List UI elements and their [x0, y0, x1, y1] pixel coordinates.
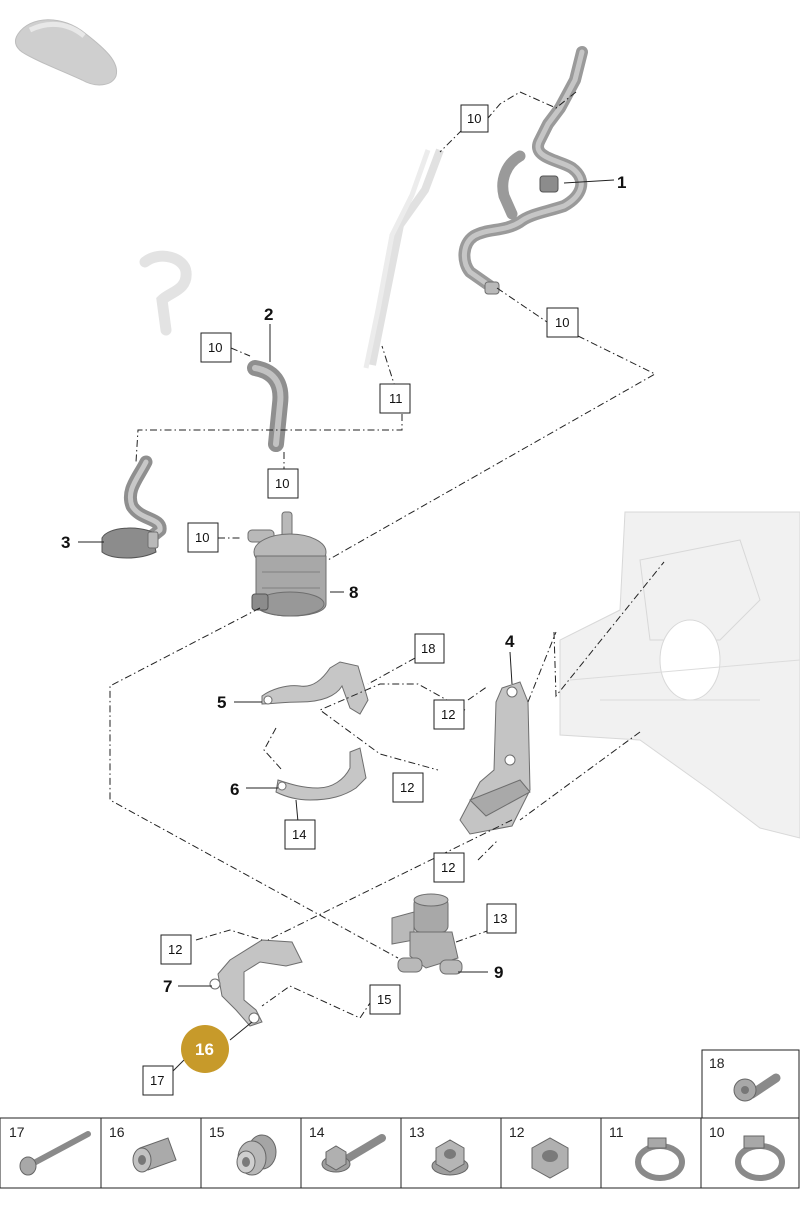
- box-10b: 10: [546, 307, 579, 338]
- box-13: 13: [486, 903, 517, 934]
- callout-2: 2: [264, 305, 273, 324]
- box-10e: 10: [187, 522, 219, 553]
- box-10c: 10: [200, 332, 232, 363]
- flange-nut-part-13-icon: [431, 1139, 469, 1176]
- highlight-badge-circle: [181, 1025, 229, 1073]
- bracket-part-7: [209, 939, 303, 1027]
- flange-bolt-part-14-icon: [321, 1134, 386, 1173]
- cell-14-label: 14: [309, 1124, 325, 1140]
- box-15-label: 15: [377, 992, 391, 1007]
- callout-numbers: 1 2 3 8 4 5 6 7 9: [61, 173, 626, 996]
- bracket-part-4: [459, 681, 531, 835]
- box-17: 17: [142, 1065, 174, 1096]
- cell-12-label: 12: [509, 1124, 525, 1140]
- box-10c-label: 10: [208, 340, 222, 355]
- clamp-strap-part-6: [275, 747, 367, 801]
- callout-1: 1: [617, 173, 626, 192]
- callout-6: 6: [230, 780, 239, 799]
- box-10b-label: 10: [555, 315, 569, 330]
- callout-4: 4: [505, 632, 515, 651]
- callout-leaders: [78, 179, 615, 1073]
- cell-13-label: 13: [409, 1124, 425, 1140]
- leader-lines: [109, 91, 665, 1019]
- box-13-label: 13: [493, 911, 507, 926]
- ghost-hose-upper-left: [139, 250, 192, 336]
- coolant-pump-part-8: [247, 511, 327, 617]
- box-12b: 12: [392, 772, 424, 803]
- box-15: 15: [369, 984, 401, 1015]
- coolant-hose-part-2: [247, 360, 289, 452]
- highlight-badge-label: 16: [195, 1040, 214, 1059]
- box-10a-label: 10: [467, 111, 481, 126]
- long-bolt-part-17-icon: [19, 1131, 91, 1176]
- box-11: 11: [379, 383, 411, 414]
- box-14: 14: [284, 819, 316, 850]
- box-10a: 10: [460, 104, 489, 133]
- cell-18-label: 18: [709, 1055, 725, 1071]
- callout-8: 8: [349, 583, 358, 602]
- body-structure-ghost: [559, 511, 800, 839]
- hex-nut-part-12-icon: [531, 1137, 569, 1179]
- callout-5: 5: [217, 693, 226, 712]
- cell-10-label: 10: [709, 1124, 725, 1140]
- highlight-badge-16[interactable]: 16: [181, 1025, 229, 1073]
- box-18: 18: [414, 633, 445, 664]
- grommet-part-15-icon: [236, 1134, 277, 1176]
- bolt-part-18-icon: [733, 1073, 781, 1102]
- box-12c-label: 12: [441, 860, 455, 875]
- box-12d: 12: [160, 934, 192, 965]
- box-10d-label: 10: [275, 476, 289, 491]
- box-12d-label: 12: [168, 942, 182, 957]
- coolant-hose-part-1: [458, 46, 588, 295]
- rivet-nut-part-16-icon: [132, 1137, 177, 1173]
- box-14-label: 14: [292, 827, 306, 842]
- box-18-label: 18: [421, 641, 435, 656]
- clamp-strap-part-5: [261, 661, 369, 715]
- hose-clamp-part-11-icon: [635, 1137, 685, 1181]
- hose-clamp-part-10-icon: [735, 1135, 785, 1181]
- box-11-label: 11: [389, 391, 403, 406]
- box-12b-label: 12: [400, 780, 414, 795]
- callout-3: 3: [61, 533, 70, 552]
- box-12c: 12: [433, 852, 465, 883]
- box-17-label: 17: [150, 1073, 164, 1088]
- callout-7: 7: [163, 977, 172, 996]
- coolant-hose-part-3: [101, 455, 167, 559]
- box-12a-label: 12: [441, 707, 455, 722]
- cell-16-label: 16: [109, 1124, 125, 1140]
- box-12a: 12: [433, 699, 465, 730]
- cell-15-label: 15: [209, 1124, 225, 1140]
- box-10e-label: 10: [195, 530, 209, 545]
- callout-9: 9: [494, 963, 503, 982]
- shutoff-valve-part-9: [391, 893, 463, 975]
- cell-17-label: 17: [9, 1124, 25, 1140]
- small-parts-table: 18 17 16 15 14 13 12 11 10: [0, 1049, 800, 1189]
- box-10d: 10: [267, 468, 299, 499]
- vehicle-silhouette-icon: [14, 19, 118, 86]
- cell-11-label: 11: [609, 1124, 624, 1140]
- ghost-pipe-frame: [363, 148, 444, 369]
